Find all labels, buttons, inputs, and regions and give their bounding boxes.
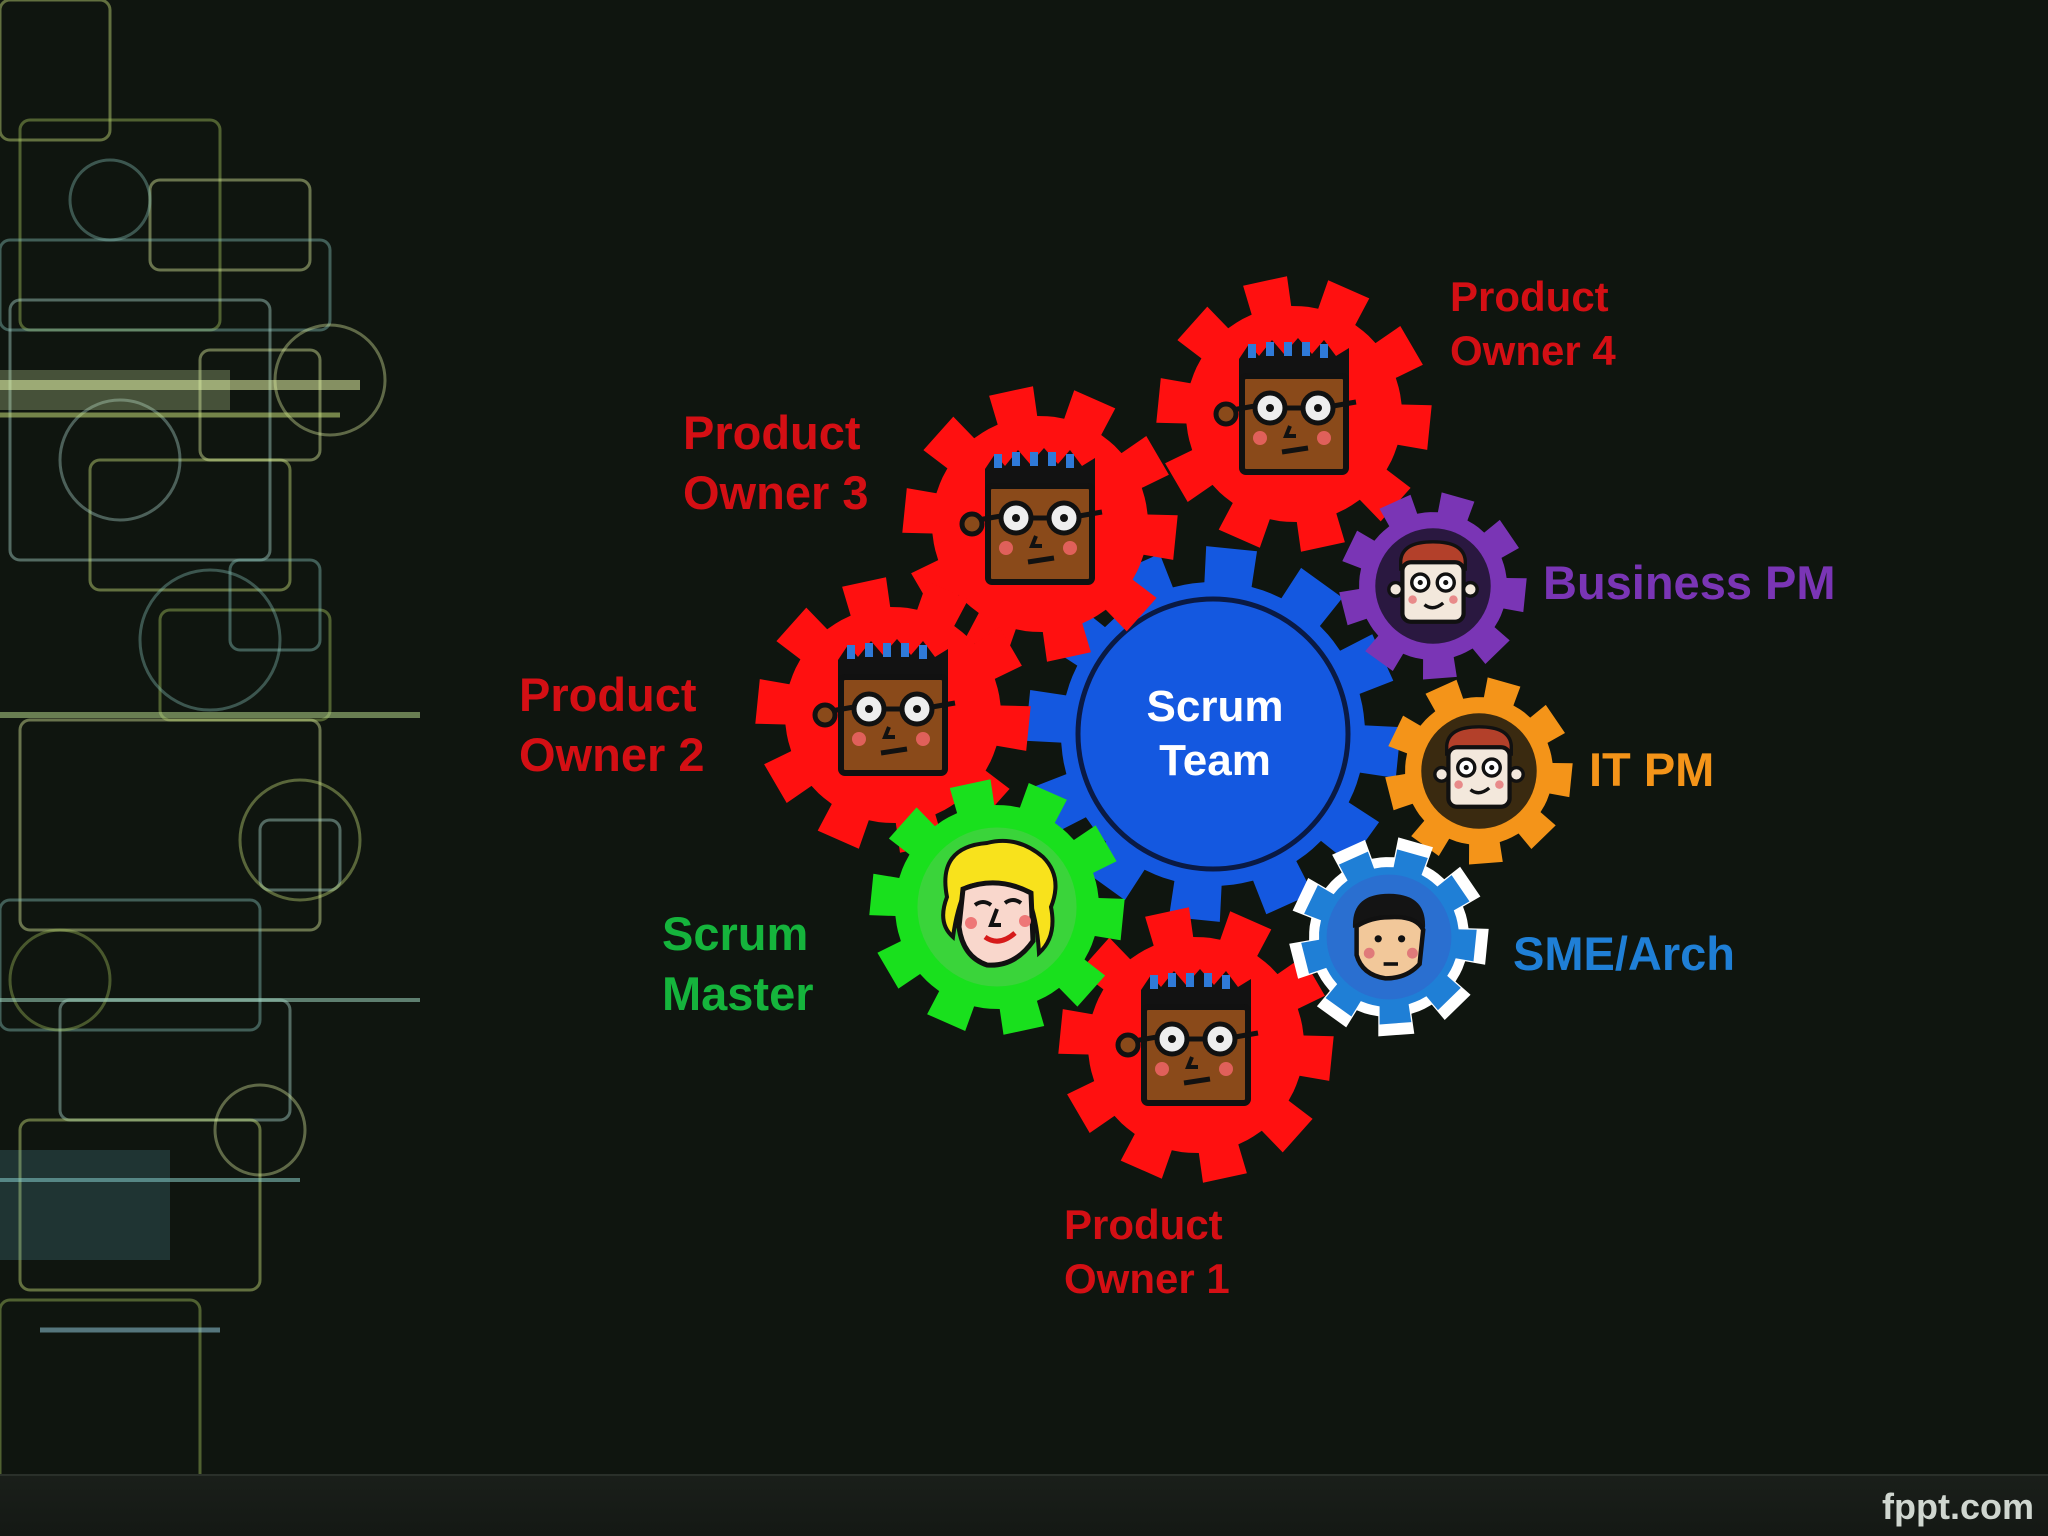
gear-scrum-master bbox=[869, 779, 1125, 1035]
label-business-pm: Business PM bbox=[1543, 556, 1836, 609]
label-product-owner-3: Product Owner 3 bbox=[683, 406, 869, 519]
gear-product-owner-3 bbox=[902, 386, 1178, 662]
gear-product-owner-4 bbox=[1156, 276, 1432, 552]
face-sme-icon bbox=[1353, 894, 1425, 979]
gear-it-pm bbox=[1385, 677, 1573, 865]
label-scrum-master: Scrum Master bbox=[662, 907, 814, 1020]
gear-product-owner-1 bbox=[1058, 907, 1334, 1183]
label-product-owner-4: Product Owner 4 bbox=[1450, 273, 1616, 374]
gear-sme-arch bbox=[1289, 837, 1489, 1037]
circuit-background-decoration bbox=[0, 0, 420, 1502]
label-sme-arch: SME/Arch bbox=[1513, 927, 1735, 980]
face-pm-icon bbox=[1435, 727, 1523, 807]
gear-business-pm bbox=[1339, 492, 1527, 680]
label-it-pm: IT PM bbox=[1589, 743, 1715, 796]
footer-bar bbox=[0, 1474, 2048, 1536]
label-product-owner-2: Product Owner 2 bbox=[519, 668, 705, 781]
label-product-owner-1: Product Owner 1 bbox=[1064, 1201, 1230, 1302]
gear-scrum-team bbox=[1025, 546, 1401, 922]
scrum-team-center-label: Scrum Team bbox=[1146, 682, 1284, 785]
footer-brand: fppt.com bbox=[1882, 1486, 2034, 1527]
gear-product-owner-2 bbox=[755, 577, 1031, 853]
face-pm-icon bbox=[1389, 542, 1477, 622]
